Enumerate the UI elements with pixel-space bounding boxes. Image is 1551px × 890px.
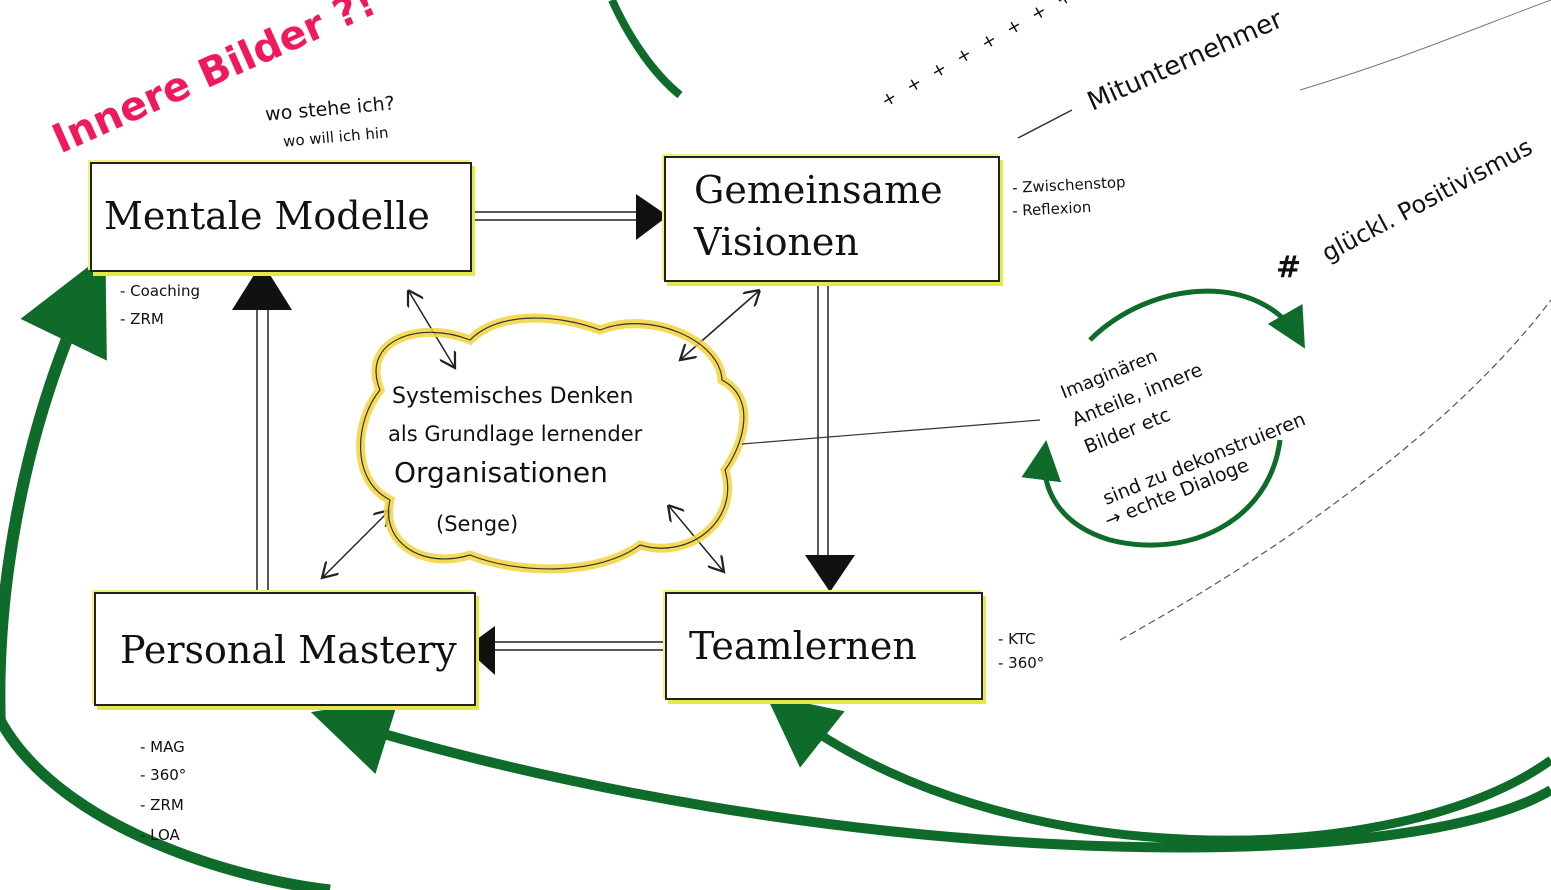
- mentale-modelle-label: Mentale Modelle: [104, 194, 430, 238]
- center-line-3: Organisationen: [394, 456, 608, 489]
- mentale-modelle-box: Mentale Modelle: [90, 162, 472, 272]
- thin-arc-top-right: [1299, 0, 1551, 91]
- thin-arc-right: [1119, 299, 1551, 641]
- center-line-2: als Grundlage lernender: [388, 422, 643, 446]
- arrow-team-to-personal: [495, 641, 665, 651]
- green-sweep-bottom: [310, 697, 1551, 853]
- gemeinsame-visionen-box: Gemeinsame Visionen: [664, 156, 1000, 282]
- green-top-arc: [608, 0, 683, 99]
- loa-note: - LOA: [140, 826, 180, 844]
- teamlernen-label: Teamlernen: [689, 624, 917, 668]
- mag-note: - MAG: [140, 738, 185, 756]
- arrow-mentale-to-gemeinsam: [470, 211, 650, 221]
- green-sweep-bottom-left: [0, 717, 331, 890]
- reflexion-note: - Reflexion: [1011, 197, 1092, 221]
- team-360-note: - 360°: [998, 654, 1045, 672]
- arrowhead-team: [805, 555, 855, 592]
- personal-360-note: - 360°: [140, 766, 187, 784]
- double-arrow-sw: [322, 510, 390, 578]
- gemeinsame-label: Gemeinsame: [694, 168, 943, 212]
- zrm-bottom-note: - ZRM: [140, 796, 184, 814]
- personal-mastery-label: Personal Mastery: [120, 628, 457, 672]
- ktc-note: - KTC: [998, 630, 1036, 648]
- coaching-note: - Coaching: [120, 282, 200, 300]
- visionen-label: Visionen: [694, 220, 859, 264]
- center-line-4: (Senge): [436, 512, 519, 536]
- arrow-personal-to-mentale: [256, 300, 269, 590]
- green-sweep-bottom-right: [765, 694, 1551, 845]
- line-to-mitunternehmer: [1017, 109, 1073, 139]
- center-line-1: Systemisches Denken: [392, 384, 634, 409]
- green-cycle-top: [1088, 288, 1305, 349]
- zrm-top-note: - ZRM: [120, 310, 164, 328]
- hash-mark: #: [1276, 250, 1302, 285]
- arrow-gemeinsam-to-team: [817, 280, 829, 560]
- personal-mastery-box: Personal Mastery: [94, 592, 476, 706]
- double-arrow-ne: [680, 290, 760, 360]
- arrowhead-personal: [465, 626, 495, 675]
- teamlernen-box: Teamlernen: [665, 592, 983, 700]
- green-cycle-bottom: [1021, 439, 1283, 548]
- arrowhead-gemeinsam: [636, 194, 668, 240]
- green-sweep-left: [0, 253, 107, 730]
- line-to-side-note: [741, 419, 1041, 445]
- arrowhead-mentale: [232, 262, 292, 310]
